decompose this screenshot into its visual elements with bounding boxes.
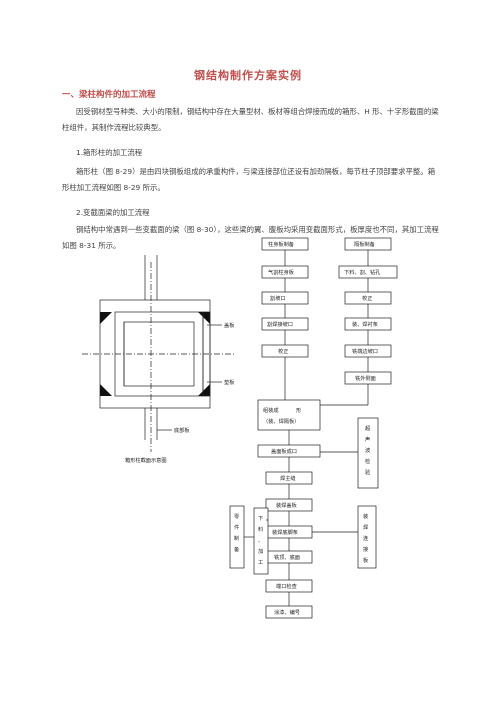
flow-assemble-c: （装、焊隔板） [263,417,299,425]
flow-main-3: 装焊盖板 [276,501,298,509]
flow-main-5: 铣顶、底面 [274,553,300,561]
flow-box-col2-1: 隔板制备 [354,240,376,248]
flow-box-col2-3: 校正 [362,294,372,302]
flow-box-col1-1: 柱身板制备 [268,240,295,248]
flow-main-4: 装焊底脚条 [272,528,298,536]
flow-box-col1-2: 气割柱身板 [268,268,295,276]
flowchart: 柱身板制备 气割柱身板 割坡口 割焊接坡口 校正 隔板制备 下料、割、钻孔 校正… [229,237,398,619]
flow-assemble-b: 形 [296,406,302,414]
label-cover-plate: 盖板 [224,321,235,329]
flow-box-col1-4: 割焊接坡口 [267,320,293,328]
flow-main-2: 焊主缝 [280,474,296,482]
flow-box-col2-5: 铣端边坡口 [352,347,378,355]
flow-box-col1-3: 割坡口 [270,294,286,302]
subheading-box-column: 1.箱形柱的加工流程 [76,148,143,157]
flow-box-col2-6: 铣外侧面 [355,374,376,382]
paragraph-variable-beam: 钢结构中常遇到一些变截面的梁（图 8-30），这些梁的翼、腹板均采用变截面形式，… [62,225,439,250]
paragraph-intro: 因受钢材型号种类、大小的限制，钢结构中存在大量型材、板材等组合焊接而成的箱形、H… [62,107,439,132]
paragraph-box-column: 箱形柱（图 8-29）是由四块钢板组成的承重构件，与梁连接部位还设有加劲隔板，每… [62,167,436,192]
flow-box-col1-5: 校正 [278,347,288,355]
label-bottom-plate: 底部板 [174,426,190,434]
label-backing-plate: 垫板 [224,378,235,386]
flow-ultrasonic: 超声波检验 [365,424,371,476]
subheading-variable-beam: 2.变截面梁的加工流程 [76,208,150,217]
figure-caption: 箱形柱截面示意图 [125,456,167,464]
flow-assemble-a: 组装成 [263,406,279,414]
flow-cut-process: 下料、加工 [258,515,263,566]
flow-parts-prep: 零件制备 [234,513,240,553]
box-column-drawing: 盖板 垫板 底部板 箱形柱截面示意图 [82,255,235,464]
flow-box-col2-2: 下料、割、钻孔 [344,268,381,276]
flow-main-7: 涂漆、编号 [274,608,300,616]
flow-box-col2-4: 装、焊衬条 [352,320,378,328]
flow-main-1: 盖面板成口 [271,447,297,455]
doc-title: 钢结构制作方案实例 [194,69,302,82]
section-heading: 一、梁柱构件的加工流程 [62,90,156,100]
flow-assemble-check: 装焊连接板 [363,512,369,564]
flow-main-6: 端口检查 [276,582,297,590]
